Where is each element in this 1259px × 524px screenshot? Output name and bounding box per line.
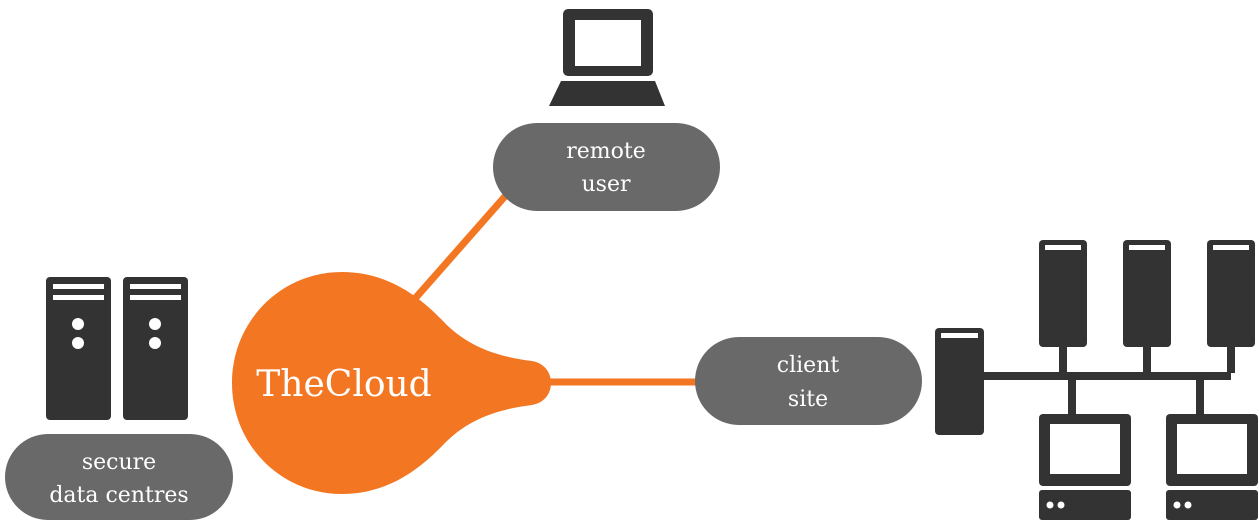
network-drop-server-2 — [1143, 345, 1151, 373]
tower-1-slot-1 — [53, 284, 104, 289]
hub-box-slot — [941, 333, 978, 338]
rack-server-1 — [1039, 240, 1087, 347]
rack-server-icon — [1207, 240, 1255, 347]
rack-server-2 — [1123, 240, 1171, 347]
data-centres-label-line2: data centres — [49, 483, 188, 508]
desktop-pc-2-led-2 — [1184, 501, 1192, 509]
desktop-pc-1-led-1 — [1046, 501, 1054, 509]
rack-server-1-slot — [1045, 245, 1081, 250]
client-site-pill — [695, 337, 922, 425]
client-site-node: client site — [695, 337, 922, 425]
network-drop-server-1 — [1059, 345, 1067, 373]
data-centres-label-line1: secure — [82, 450, 156, 475]
desktop-pc-1-unit — [1039, 490, 1131, 520]
client-site-label-line1: client — [777, 353, 840, 378]
connectors — [408, 181, 700, 386]
rack-server-icon — [1039, 240, 1087, 347]
desktop-pc-2-display — [1177, 424, 1247, 474]
remote-user-node: remote user — [493, 123, 720, 211]
tower-2-slot-2 — [130, 295, 181, 300]
tower-1-button-1 — [72, 318, 84, 330]
rack-server-3 — [1207, 240, 1255, 347]
desktop-pc-icon — [1166, 414, 1258, 520]
laptop-screen-display — [575, 20, 641, 66]
server-tower-icon — [123, 277, 188, 420]
rack-server-2-slot — [1129, 245, 1165, 250]
desktop-pc-2-led-1 — [1173, 501, 1181, 509]
hub-box — [935, 328, 984, 435]
tower-1-button-2 — [72, 337, 84, 349]
tower-1-slot-2 — [53, 295, 104, 300]
remote-user-label-line2: user — [582, 172, 631, 197]
tower-2-button-2 — [149, 337, 161, 349]
connector-cloud-remote-user — [408, 181, 519, 306]
laptop-base — [549, 81, 665, 106]
network-drop-pc-2 — [1196, 378, 1204, 416]
data-centres-node: secure data centres — [5, 434, 233, 520]
data-centres-pill — [5, 434, 233, 520]
cloud-shape — [232, 272, 551, 494]
network-icon — [935, 240, 1258, 520]
cloud-label: TheCloud — [256, 364, 431, 405]
rack-server-3-slot — [1213, 245, 1249, 250]
client-site-label-line2: site — [788, 387, 828, 412]
remote-user-pill — [493, 123, 720, 211]
network-bus — [980, 372, 1231, 380]
server-tower-icon — [46, 277, 111, 420]
desktop-pc-icon — [1039, 414, 1131, 520]
network-drop-server-3 — [1227, 345, 1235, 373]
desktop-pc-2-unit — [1166, 490, 1258, 520]
laptop-icon — [549, 9, 665, 106]
cloud-node: TheCloud — [232, 272, 551, 494]
remote-user-label-line1: remote — [566, 139, 646, 164]
desktop-pc-1-display — [1050, 424, 1120, 474]
desktop-pc-1-led-2 — [1057, 501, 1065, 509]
tower-2-button-1 — [149, 318, 161, 330]
rack-server-icon — [1123, 240, 1171, 347]
network-drop-pc-1 — [1068, 378, 1076, 416]
tower-2-slot-1 — [130, 284, 181, 289]
